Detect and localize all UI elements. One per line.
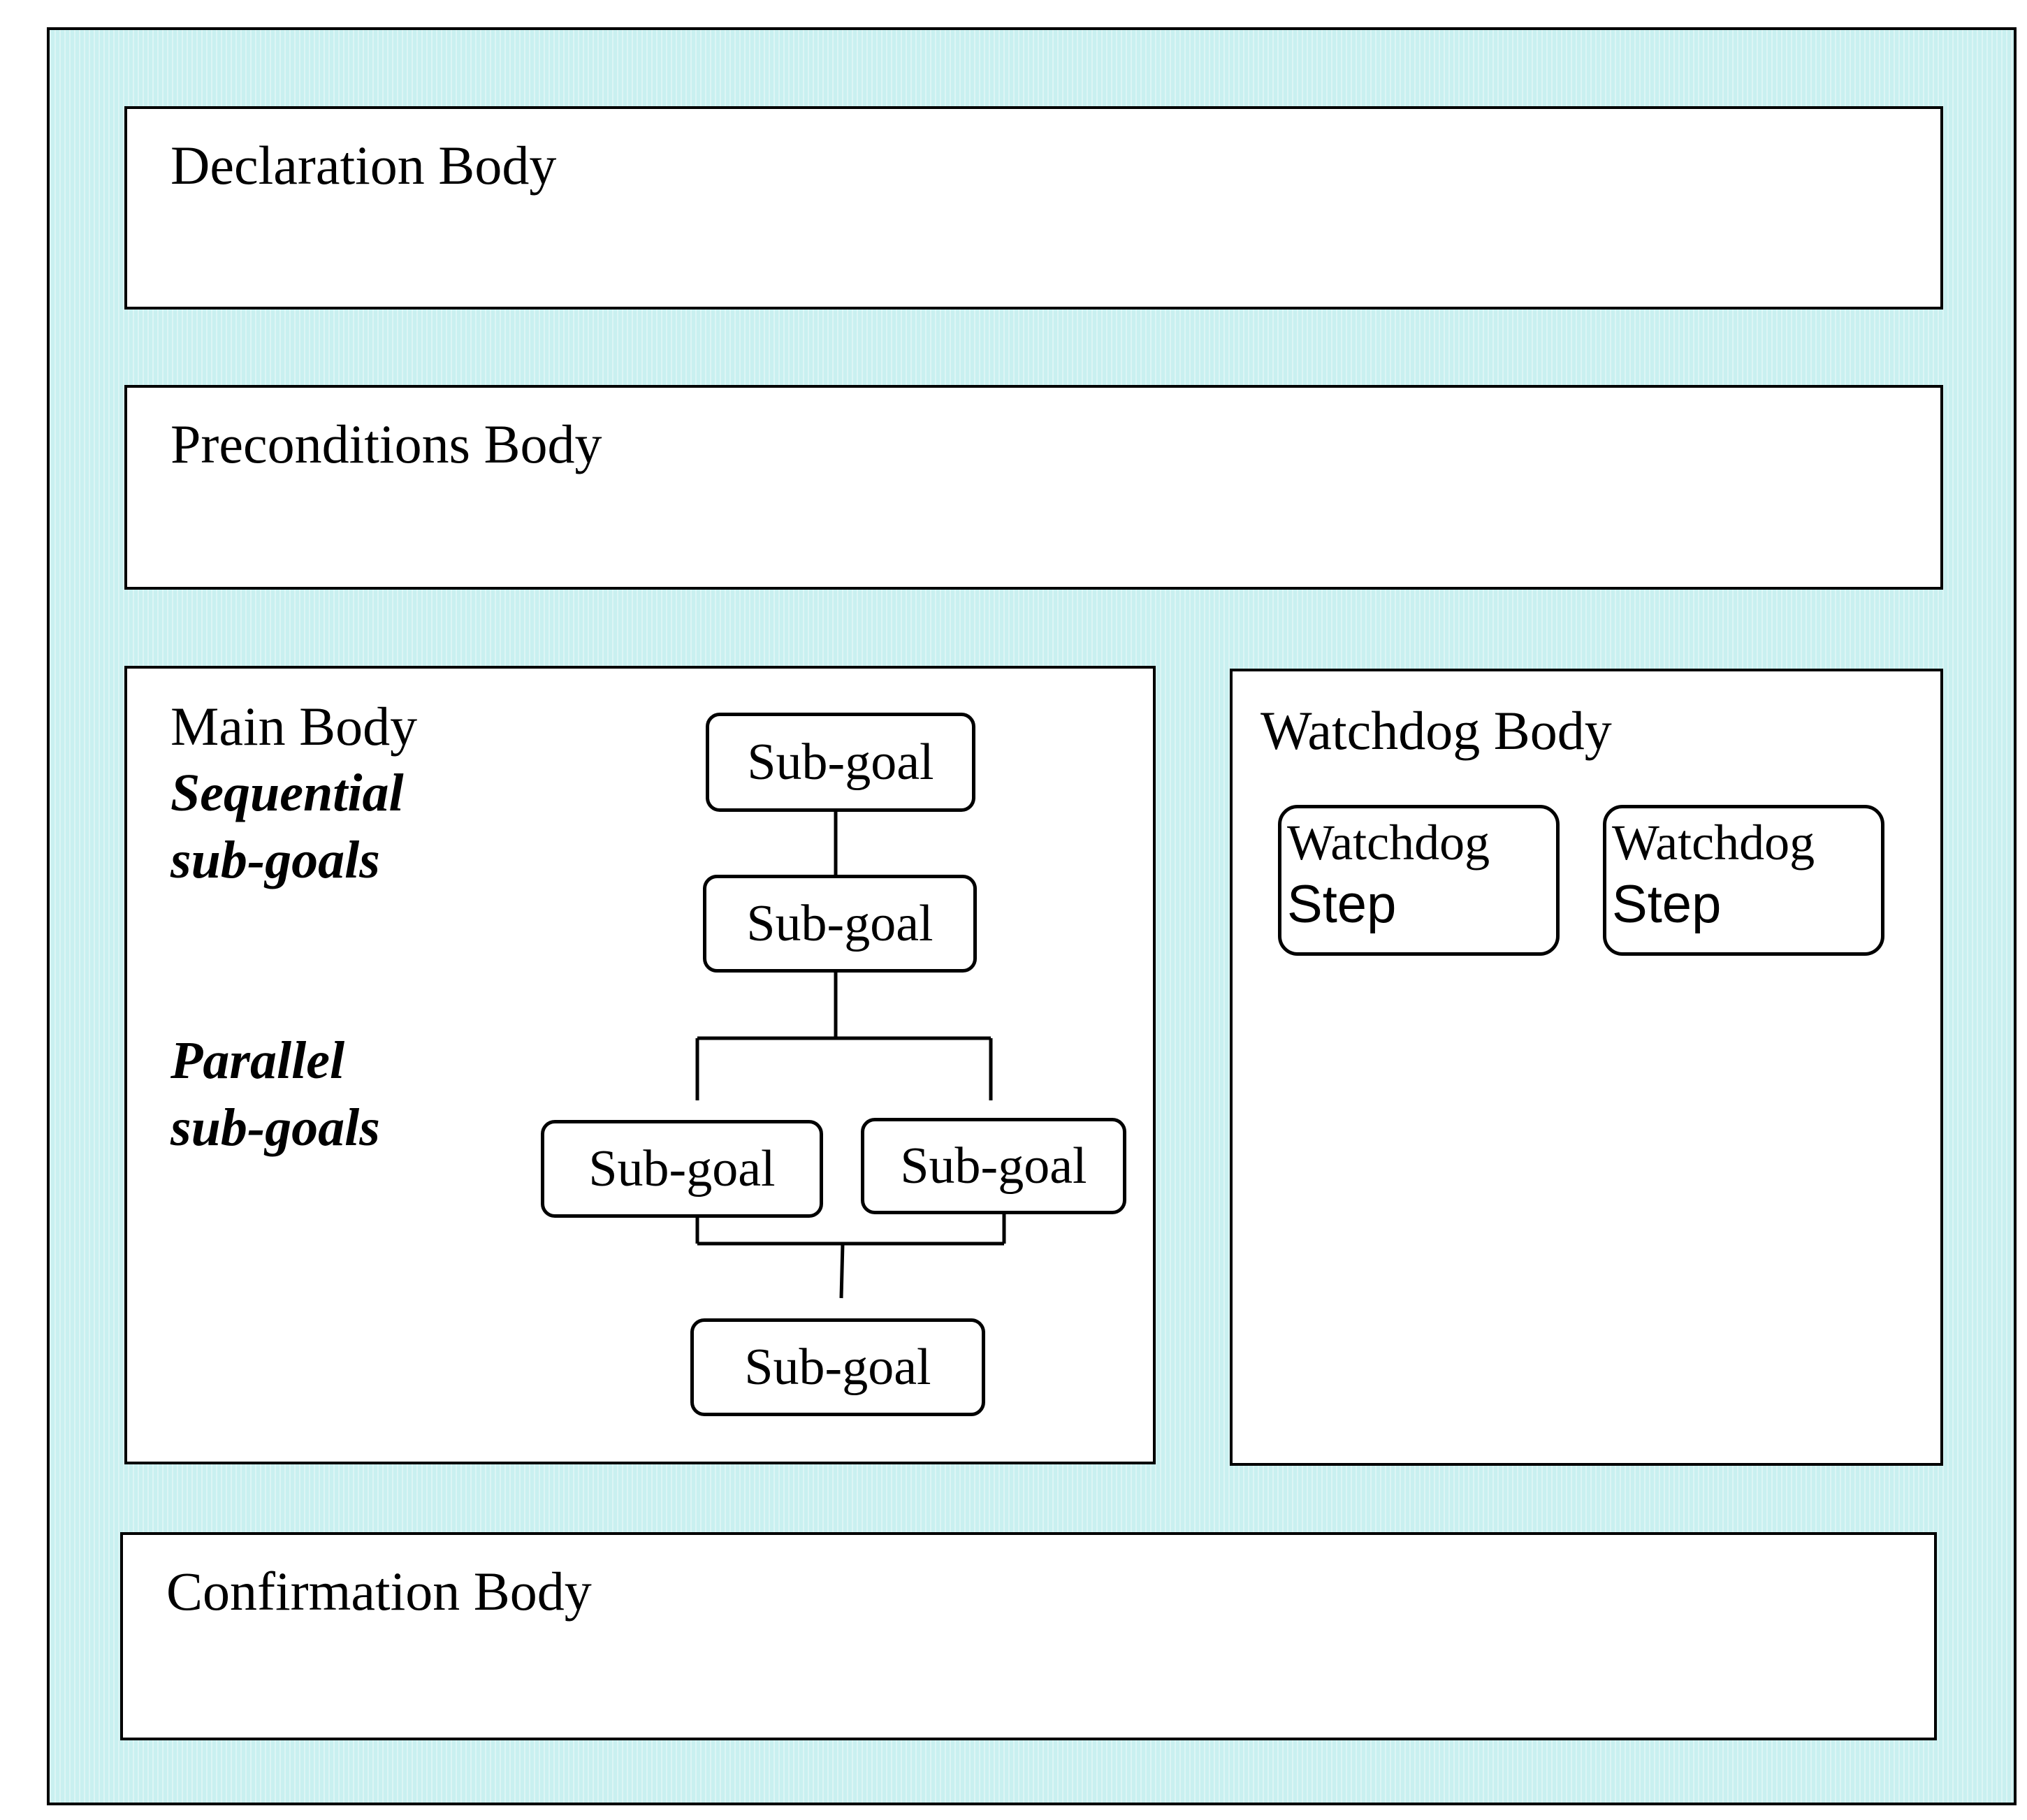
sequential-label: Sequential sub-goals [170,759,404,894]
parallel-label-line2: sub-goals [170,1098,380,1157]
watchdog-step-2-line2: Step [1612,875,1722,934]
watchdog-step-2-line1: Watchdog [1612,815,1815,871]
subgoal-box-seq-2: Sub-goal [703,875,977,973]
sequential-label-line2: sub-goals [170,831,380,889]
watchdog-step-1-line1: Watchdog [1287,815,1490,871]
subgoal-box-seq-1: Sub-goal [706,713,975,812]
confirmation-body-panel: Confirmation Body [120,1532,1937,1740]
preconditions-body-title: Preconditions Body [170,414,602,474]
parallel-label-line1: Parallel [170,1031,345,1090]
main-body-panel: Main Body Sequential sub-goals Parallel … [124,666,1156,1464]
declaration-body-panel: Declaration Body [124,106,1943,310]
watchdog-body-panel: Watchdog Body [1230,669,1943,1466]
declaration-body-title: Declaration Body [170,135,557,196]
main-body-title: Main Body [170,696,418,757]
parallel-label: Parallel sub-goals [170,1027,380,1161]
subgoal-box-parallel-left: Sub-goal [541,1120,823,1218]
watchdog-step-2: Watchdog Step [1603,805,1884,956]
watchdog-body-title: Watchdog Body [1260,700,1612,761]
sequential-label-line1: Sequential [170,764,404,822]
preconditions-body-panel: Preconditions Body [124,385,1943,590]
subgoal-box-parallel-right: Sub-goal [861,1118,1126,1214]
subgoal-box-final: Sub-goal [690,1318,985,1416]
watchdog-step-1: Watchdog Step [1278,805,1560,956]
confirmation-body-title: Confirmation Body [166,1561,592,1622]
watchdog-step-1-line2: Step [1287,875,1397,934]
